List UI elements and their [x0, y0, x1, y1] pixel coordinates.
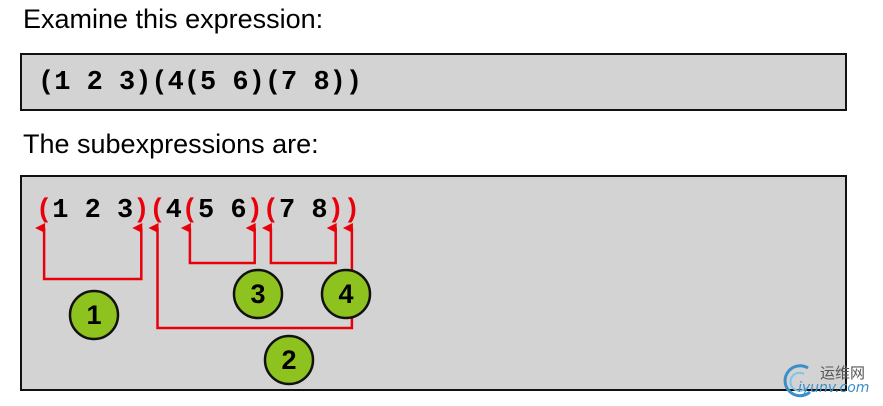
- paren-token: (: [36, 196, 52, 226]
- watermark-url-text: iyunv.com: [798, 380, 870, 396]
- value-token: 7: [279, 196, 295, 226]
- paren-token: ): [328, 196, 344, 226]
- paren-token: (: [182, 196, 198, 226]
- subexpression-badge-label: 3: [250, 279, 265, 309]
- subexpression-badge: [263, 334, 315, 386]
- paren-token: (: [263, 196, 279, 226]
- subexpression-badge: [68, 289, 120, 341]
- expression-code: (1 2 3)(4(5 6)(7 8)): [38, 68, 363, 98]
- value-token: 8: [311, 196, 327, 226]
- heading-examine: Examine this expression:: [23, 4, 324, 34]
- paren-token: ): [247, 196, 263, 226]
- subexpression-bracket: [180, 223, 256, 265]
- subexpression-badge-label: 2: [281, 345, 296, 375]
- subexpression-bracket: [35, 223, 143, 281]
- value-token: 2: [85, 196, 101, 226]
- value-token: 6: [230, 196, 246, 226]
- value-token: 1: [52, 196, 68, 226]
- watermark: 运维网 iyunv.com: [778, 360, 878, 400]
- subexpression-bracket: [261, 223, 337, 265]
- paren-token: (: [149, 196, 165, 226]
- paren-token: ): [133, 196, 149, 226]
- subexpression-badge: [232, 268, 284, 320]
- subexpression-badge: [320, 268, 372, 320]
- value-token: 3: [117, 196, 133, 226]
- heading-subexpressions: The subexpressions are:: [23, 129, 319, 159]
- value-token: 5: [198, 196, 214, 226]
- watermark-logo-icon: [783, 364, 811, 398]
- subexpression-badge-label: 4: [338, 279, 353, 309]
- watermark-cn-text: 运维网: [820, 364, 866, 382]
- paren-token: ): [344, 196, 360, 226]
- subexpression-badge-label: 1: [86, 300, 101, 330]
- expression-box: (1 2 3)(4(5 6)(7 8)): [20, 53, 847, 111]
- value-token: 4: [166, 196, 182, 226]
